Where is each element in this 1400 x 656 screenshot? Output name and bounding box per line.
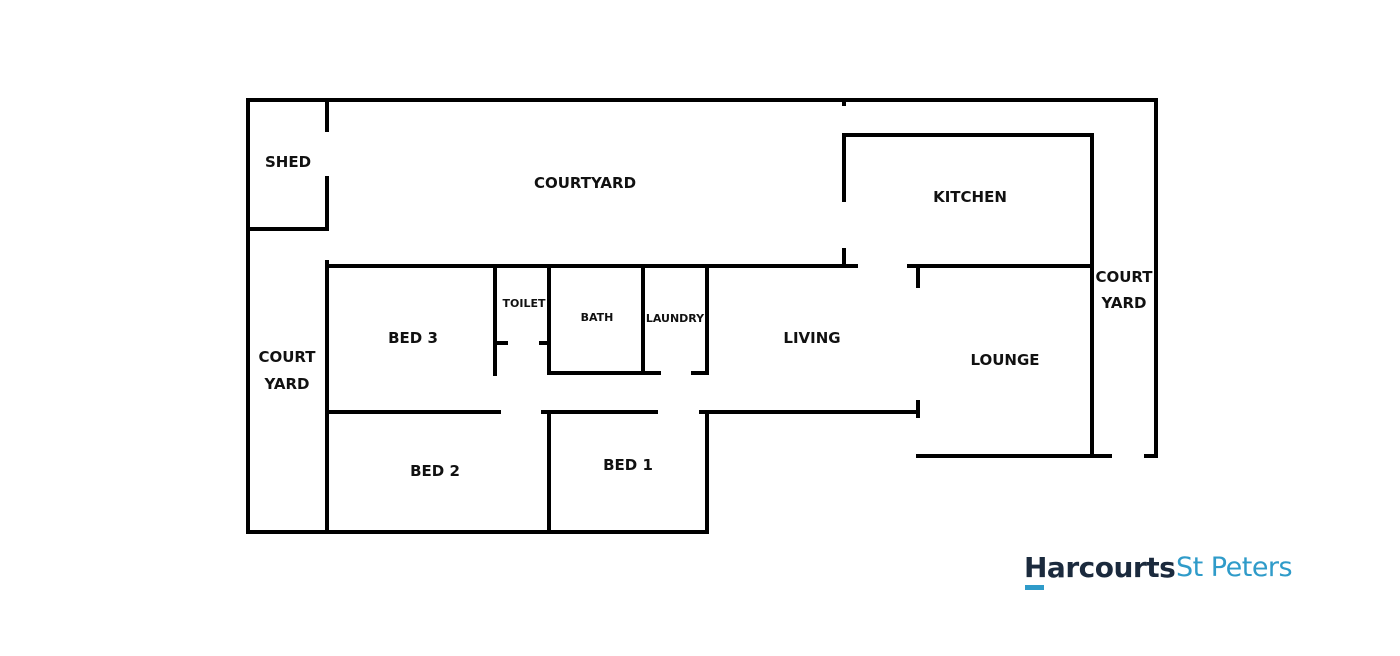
room-label-shed: SHED	[265, 153, 311, 171]
room-label-court-yard-left-line2: YARD	[263, 375, 309, 393]
brand-name: Harcourts	[1024, 551, 1176, 584]
room-label-bath: BATH	[581, 311, 614, 324]
room-label-lounge: LOUNGE	[970, 351, 1039, 369]
room-label-bed1: BED 1	[603, 456, 653, 474]
walls	[246, 98, 1158, 534]
brand-office: St Peters	[1176, 552, 1293, 583]
room-label-court-yard-right-line1: COURT	[1095, 268, 1153, 286]
room-label-living: LIVING	[783, 329, 840, 347]
room-label-toilet: TOILET	[503, 297, 546, 310]
room-label-laundry: LAUNDRY	[646, 312, 705, 325]
room-label-courtyard: COURTYARD	[534, 174, 636, 192]
room-label-court-yard-right-line2: YARD	[1100, 294, 1146, 312]
logo-accent-bar	[1025, 585, 1044, 590]
room-label-bed3: BED 3	[388, 329, 438, 347]
room-label-kitchen: KITCHEN	[933, 188, 1007, 206]
harcourts-logo: Harcourts St Peters	[1024, 551, 1304, 596]
room-label-court-yard-left-line1: COURT	[258, 348, 316, 366]
room-label-bed2: BED 2	[410, 462, 460, 480]
